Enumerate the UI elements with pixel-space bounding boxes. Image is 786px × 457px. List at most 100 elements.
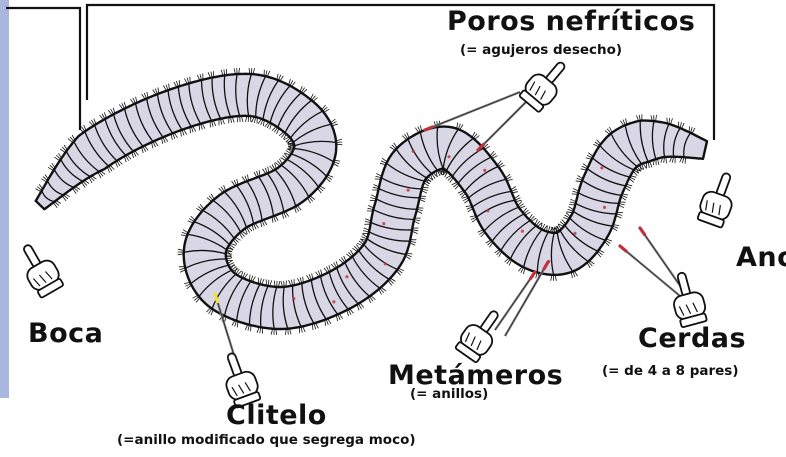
nephridiopore: [384, 262, 387, 265]
bristle: [275, 163, 277, 169]
pointing-hand-icon: [666, 269, 709, 328]
pointing-hand-icon: [13, 238, 65, 299]
bristle: [643, 163, 646, 168]
clitelo-sublabel: (=anillo modificado que segrega moco): [117, 432, 416, 448]
bristle: [230, 243, 236, 245]
bristle: [606, 239, 612, 241]
bristle: [242, 177, 245, 182]
bristle: [569, 207, 574, 210]
bristle: [258, 119, 261, 124]
bristle: [245, 228, 247, 234]
bristle: [512, 192, 518, 193]
nephridiopore: [486, 209, 489, 212]
bristle: [232, 320, 235, 325]
bristle: [263, 120, 264, 126]
nephridiopore: [447, 155, 450, 158]
bristle: [174, 133, 177, 138]
bristle: [568, 209, 574, 211]
nephridiopore: [483, 169, 486, 172]
bristle: [578, 176, 583, 179]
bristle: [336, 261, 338, 267]
body-outline: [36, 74, 707, 329]
bristle: [199, 124, 200, 130]
cerdas-sublabel: (= de 4 a 8 pares): [602, 363, 739, 379]
bristle: [511, 187, 516, 190]
bristle: [163, 86, 166, 91]
bristle: [288, 329, 289, 335]
bristle: [124, 156, 126, 162]
nephridiopore: [345, 275, 348, 278]
pointing-hand-icon: [695, 169, 741, 229]
pin-tip: [640, 228, 645, 235]
bristle: [115, 162, 117, 168]
bristle: [193, 126, 196, 131]
bristle: [284, 281, 285, 287]
pin-probe-core: [505, 262, 548, 336]
bristle: [682, 123, 685, 129]
bristle: [333, 163, 338, 166]
pin-probe-core: [495, 272, 535, 330]
bristle: [188, 221, 194, 223]
nephridiopore: [407, 189, 410, 192]
boca-label: Boca: [28, 318, 103, 349]
metameros-sublabel: (= anillos): [410, 386, 488, 402]
bristle: [656, 115, 657, 121]
bristle: [621, 195, 627, 197]
bristle: [316, 323, 319, 328]
bristle: [104, 112, 106, 118]
ano-label: Ano: [736, 242, 786, 273]
bristle: [671, 118, 673, 124]
bristle: [174, 82, 177, 87]
bristle: [224, 185, 226, 191]
bristle: [300, 86, 302, 92]
pin-tip: [620, 246, 626, 251]
bristle: [692, 128, 695, 133]
bristle: [460, 125, 463, 130]
bristle: [184, 79, 187, 84]
nephridiopore: [412, 150, 415, 153]
bristle: [263, 169, 266, 174]
nephridiopore: [332, 300, 335, 303]
bristle: [173, 133, 175, 139]
clitelo-label: Clitelo: [226, 400, 327, 431]
bristle: [328, 319, 331, 324]
nephridiopore: [521, 230, 524, 233]
nephridiopore: [292, 297, 295, 300]
nephridiopore: [382, 222, 385, 225]
bristle: [563, 217, 569, 219]
nephridiopore: [603, 206, 606, 209]
bristle: [252, 277, 255, 282]
bristle: [357, 305, 359, 311]
bristle: [407, 253, 413, 254]
bristle: [94, 119, 96, 125]
bristle: [571, 272, 572, 278]
bristle: [405, 256, 410, 259]
pointing-hand-icon: [453, 303, 508, 364]
cerdas-label: Cerdas: [638, 323, 746, 354]
pointing-hand-icon: [517, 54, 574, 114]
bristle: [264, 220, 267, 225]
bristle: [275, 216, 278, 221]
bristle: [329, 265, 331, 271]
bristle: [184, 129, 187, 134]
bristle: [650, 162, 652, 168]
bristle: [328, 175, 334, 177]
nephridiopore: [600, 166, 603, 169]
bristle: [113, 108, 115, 114]
bristle: [254, 172, 257, 177]
bristle: [280, 76, 283, 81]
poros-nefriticos-sublabel: (= agujeros desecho): [460, 42, 622, 58]
nephridiopore: [573, 232, 576, 235]
bristle: [183, 230, 188, 233]
bristle: [621, 197, 626, 200]
bristle: [294, 207, 296, 213]
bristle: [658, 159, 660, 165]
bristle: [307, 275, 310, 280]
bristle: [190, 77, 191, 83]
poros-nefriticos-label: Poros nefríticos: [447, 6, 695, 37]
earthworm-body: [36, 68, 708, 335]
bristle: [612, 228, 617, 231]
pin-probe-core: [425, 92, 520, 130]
bristle: [376, 174, 381, 177]
bristle: [336, 142, 342, 143]
